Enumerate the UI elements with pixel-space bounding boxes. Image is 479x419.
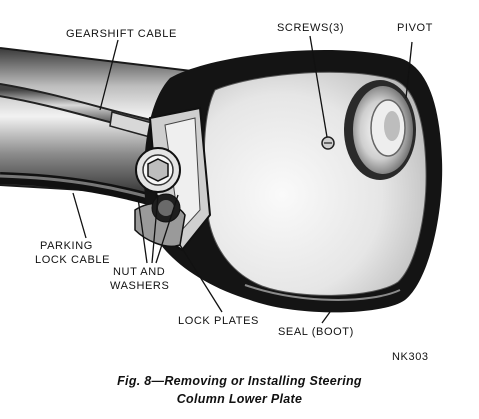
callout-lock-plates: LOCK PLATES <box>178 315 259 327</box>
screw <box>321 136 335 150</box>
callout-parking-lock-cable-line1: PARKING <box>40 240 93 252</box>
figure-code: NK303 <box>392 351 429 363</box>
figure-caption-line1: Fig. 8—Removing or Installing Steering <box>117 374 362 388</box>
callout-seal-boot: SEAL (BOOT) <box>278 326 354 338</box>
pivot <box>344 80 416 180</box>
nut-and-washers <box>135 147 181 223</box>
figure-caption-line2: Column Lower Plate <box>176 392 303 406</box>
callout-gearshift-cable: GEARSHIFT CABLE <box>66 28 177 40</box>
callout-pivot: PIVOT <box>397 22 434 34</box>
callout-nut-and-washers-line1: NUT AND <box>113 266 166 278</box>
callout-parking-lock-cable-line2: LOCK CABLE <box>35 254 111 266</box>
leader-lines <box>72 35 413 324</box>
callout-screws: SCREWS(3) <box>277 22 345 34</box>
callout-nut-and-washers-line2: WASHERS <box>110 280 170 292</box>
